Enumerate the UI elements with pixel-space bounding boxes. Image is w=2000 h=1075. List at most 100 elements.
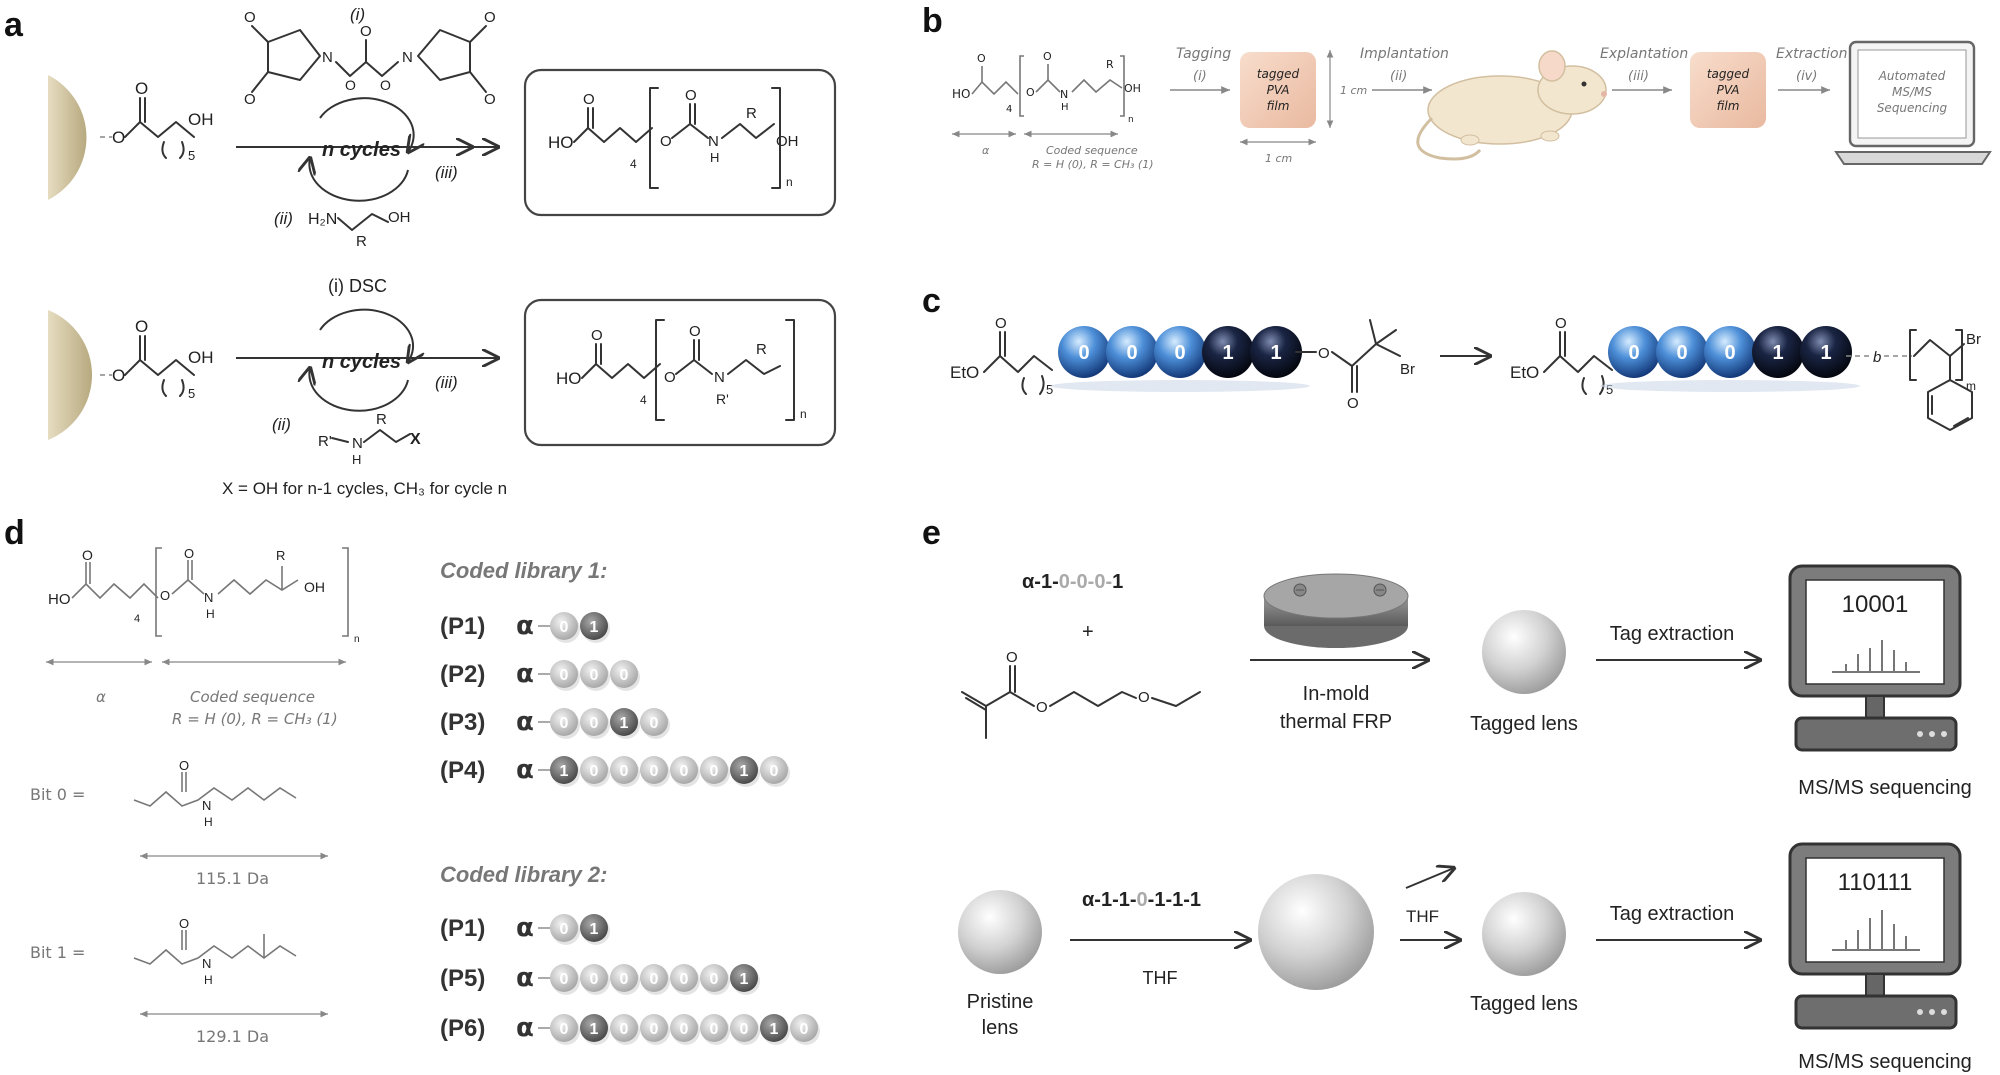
bit1-h: H	[204, 973, 213, 987]
mass-1: 129.1 Da	[196, 1027, 269, 1046]
ms-sequencing-top: MS/MS sequencing	[1798, 777, 1971, 799]
tag-extraction-bottom: Tag extraction	[1610, 903, 1735, 925]
panel-a-top-scheme: O O OH 5 (i) O O N O O O N	[48, 5, 837, 250]
b-mol-n: N	[1060, 88, 1068, 101]
bit-zero: 0	[610, 756, 640, 787]
panel-a: a O O OH 5 (i) O O N O	[4, 5, 837, 498]
bit-label: 0	[770, 763, 779, 780]
swollen-lens	[1258, 874, 1374, 990]
polymer-id: (P1)	[440, 613, 485, 640]
bit-zero: 0	[640, 1014, 670, 1045]
svg-text:O: O	[685, 87, 697, 104]
bit-label: 1	[740, 763, 749, 780]
svg-text:O: O	[1555, 315, 1567, 332]
polymer-id: (P1)	[440, 915, 485, 942]
tagged-lens-bottom	[1482, 892, 1566, 976]
bead-one: 1	[1752, 326, 1804, 378]
ms-spectrum-top	[1832, 640, 1920, 673]
bit-label: 0	[710, 971, 719, 988]
bit-label: 0	[560, 619, 569, 636]
product-box-bottom	[523, 298, 837, 447]
panel-label-a: a	[4, 6, 24, 44]
panel-e-top: α-1-0-0-0-1 + O O O	[961, 564, 1972, 799]
c-left-sub5: 5	[1046, 382, 1053, 397]
film-2-line2: PVA	[1717, 83, 1740, 97]
n-cycles-label-2: n cycles	[322, 351, 401, 373]
bit-label: 0	[560, 1021, 569, 1038]
bead-one: 1	[1250, 326, 1302, 378]
bit0-h: H	[204, 815, 213, 829]
bit-zero: 0	[550, 914, 580, 945]
svg-text:O: O	[179, 758, 189, 773]
bit-label: 1	[590, 1021, 599, 1038]
e-bottom-seq-mid: 0	[1137, 889, 1148, 911]
d-mol-h: H	[206, 607, 215, 621]
amine-n: N	[352, 435, 363, 452]
svg-text:O: O	[689, 323, 701, 340]
bead-label: 1	[1222, 342, 1233, 364]
svg-text:O: O	[977, 52, 986, 65]
step-tagging: Tagging	[1176, 46, 1231, 62]
bit-zero: 0	[580, 660, 610, 691]
film-1-line2: PVA	[1267, 83, 1290, 97]
bit-label: 0	[590, 763, 599, 780]
film-2-line1: tagged	[1707, 67, 1750, 81]
bit-zero: 0	[610, 1014, 640, 1045]
product-sub4: 4	[630, 157, 637, 171]
svg-text:O: O	[380, 77, 391, 93]
laptop-line3: Sequencing	[1877, 101, 1948, 115]
e-top-sequence: α-1-0-0-0-1	[1022, 571, 1123, 593]
step-tagging-roman: (i)	[1193, 69, 1207, 84]
bit-label: 0	[560, 715, 569, 732]
bit-zero: 0	[610, 964, 640, 995]
product-o: O	[660, 133, 672, 150]
bead-zero: 0	[1656, 326, 1708, 378]
bit-zero: 0	[550, 708, 580, 739]
bit-label: 1	[560, 763, 569, 780]
bit-label: 0	[710, 763, 719, 780]
bit-label: 0	[680, 1021, 689, 1038]
mouse-illustration	[1416, 50, 1607, 161]
panel-e-bottom: Pristine lens α-1-1-0-1-1-1 THF THF Tagg…	[958, 842, 1972, 1073]
bit-zero: 0	[700, 1014, 730, 1045]
alpha-symbol: α	[516, 707, 534, 737]
bit-label: 1	[590, 921, 599, 938]
bit1-n: N	[202, 956, 211, 971]
svg-text:O: O	[112, 366, 125, 385]
svg-text:N: N	[322, 49, 333, 66]
b-coded-sequence: Coded sequence	[1046, 144, 1138, 157]
bit-label: 1	[590, 619, 599, 636]
resin-oh: OH	[188, 110, 214, 129]
product-h: H	[710, 150, 719, 165]
film-1-line1: tagged	[1257, 67, 1300, 81]
bead-zero: 0	[1704, 326, 1756, 378]
laptop-line1: Automated	[1878, 69, 1946, 83]
svg-text:O: O	[591, 327, 603, 344]
d-mol-4: 4	[134, 613, 140, 625]
bit-label: 0	[590, 715, 599, 732]
c-right-sub5: 5	[1606, 382, 1613, 397]
bit-zero: 0	[640, 708, 670, 739]
panel-e: e α-1-0-0-0-1 + O O O	[922, 514, 1972, 1073]
product-n-sub-2: n	[800, 407, 807, 421]
bit0-n: N	[202, 798, 211, 813]
svg-text:O: O	[345, 77, 356, 93]
svg-text:O: O	[135, 79, 148, 98]
laptop-icon: Automated MS/MS Sequencing	[1834, 40, 1992, 165]
step-extraction-roman: (iv)	[1796, 69, 1817, 84]
panel-d-molecule: HO O 4 O O N H R OH n α Coded sequence R…	[46, 546, 360, 728]
bit-zero: 0	[610, 660, 640, 691]
b-mol-oh: OH	[1124, 82, 1141, 95]
alpha-symbol: α	[516, 611, 534, 641]
tag-extraction-top: Tag extraction	[1610, 623, 1735, 645]
bead-label: 0	[1628, 342, 1639, 364]
svg-text:N: N	[402, 49, 413, 66]
svg-text:O: O	[112, 128, 125, 147]
amine-r-2: R	[376, 411, 387, 428]
svg-text:O: O	[184, 546, 194, 561]
c-right-eto: EtO	[1510, 363, 1539, 382]
